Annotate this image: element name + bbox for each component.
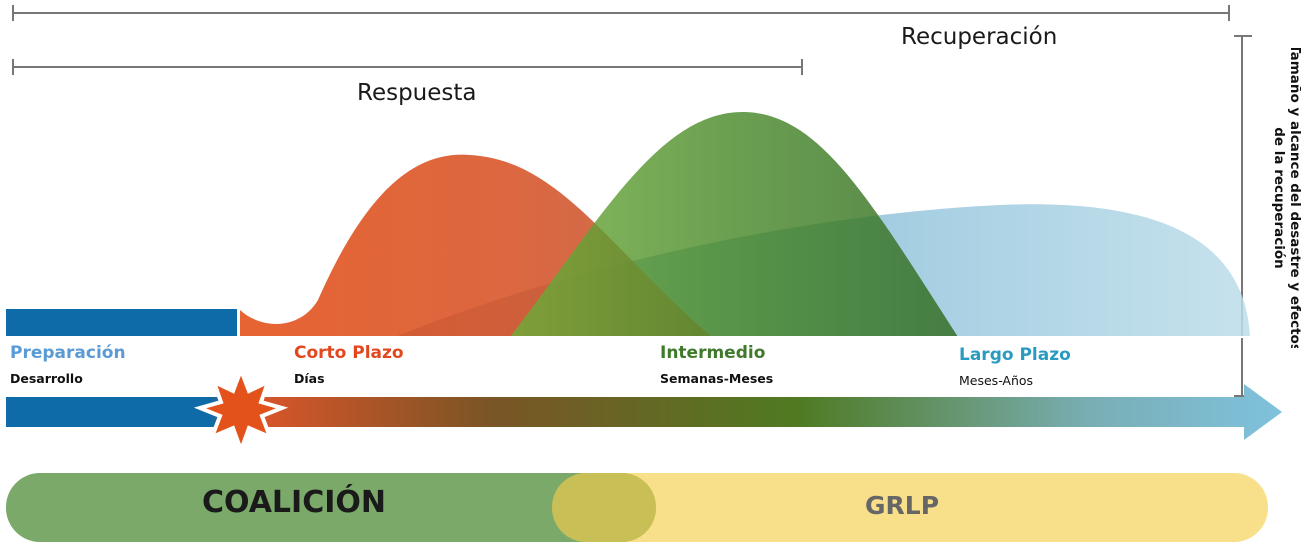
grlp-band (552, 473, 1268, 542)
coalition-label: COALICIÓN (202, 485, 386, 520)
intermediate-curve (510, 111, 958, 337)
phase-short-term-subtitle: Días (294, 371, 325, 386)
preparation-bar (6, 309, 237, 337)
phase-intermediate-subtitle: Semanas-Meses (660, 371, 774, 386)
vertical-axis-line2: de la recuperación (1271, 127, 1287, 269)
phase-long-term-title: Largo Plazo (959, 345, 1071, 365)
phase-preparation-subtitle: Desarrollo (10, 371, 83, 386)
phase-long-term-subtitle: Meses-Años (959, 373, 1034, 388)
recovery-label: Recuperación (901, 24, 1058, 50)
disaster-burst-icon (193, 364, 289, 456)
response-label: Respuesta (357, 80, 477, 106)
timeline-arrow (6, 384, 1282, 440)
response-span-bracket (12, 59, 803, 75)
vertical-axis-label: Tamaño y alcance del desastre y efectos … (1261, 44, 1306, 352)
coalition-band (6, 473, 626, 542)
phase-preparation-title: Preparación (10, 343, 126, 363)
phase-short-term-title: Corto Plazo (294, 343, 404, 363)
band-overlap-fill (586, 473, 626, 542)
recovery-span-bracket (12, 5, 1230, 21)
phase-intermediate-title: Intermedio (660, 343, 766, 363)
grlp-label: GRLP (865, 491, 940, 520)
vertical-scale-bracket (1234, 35, 1252, 397)
vertical-axis-line1: Tamaño y alcance del desastre y efectos (1287, 48, 1303, 348)
